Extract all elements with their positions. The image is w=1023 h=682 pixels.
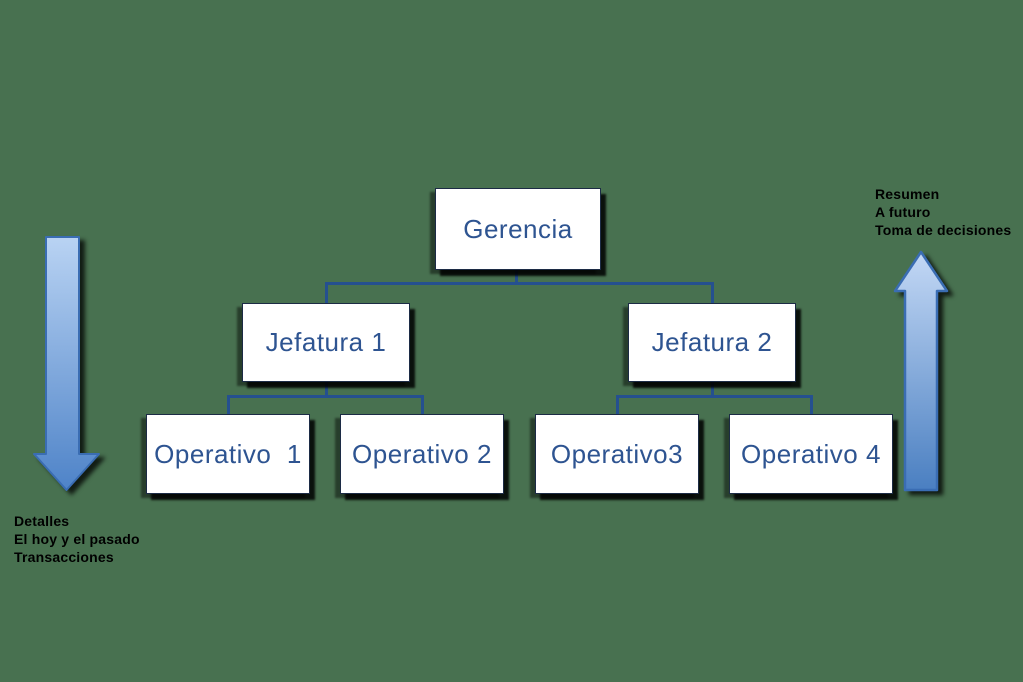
node-operativo-1: Operativo 1 (146, 414, 310, 494)
connector-jefatura1-drop (325, 282, 328, 303)
right-annotation: Resumen A futuro Toma de decisiones (875, 185, 1011, 239)
connector-jefatura2-down (711, 381, 714, 398)
node-operativo-2: Operativo 2 (340, 414, 504, 494)
node-jefatura-2: Jefatura 2 (628, 303, 796, 382)
node-gerencia: Gerencia (435, 188, 601, 270)
node-gerencia-label: Gerencia (463, 213, 573, 244)
node-operativo-3-label: Operativo3 (550, 438, 684, 469)
node-operativo-4-label: Operativo 4 (741, 438, 881, 469)
node-operativo-2-label: Operativo 2 (352, 438, 492, 469)
connector-operativo1-drop (227, 395, 230, 414)
right-annotation-line-2: A futuro (875, 204, 931, 220)
left-annotation: Detalles El hoy y el pasado Transaccione… (14, 512, 140, 566)
node-jefatura-1: Jefatura 1 (242, 303, 410, 382)
connector-jefatura1-down (325, 381, 328, 398)
connector-operativo3-drop (616, 395, 619, 414)
connector-group1-horizontal (227, 395, 424, 398)
connector-operativo4-drop (810, 395, 813, 414)
connector-jefatura2-drop (711, 282, 714, 303)
connector-group2-horizontal (616, 395, 813, 398)
right-annotation-line-1: Resumen (875, 186, 940, 202)
right-annotation-line-3: Toma de decisiones (875, 222, 1012, 238)
connector-gerencia-down (515, 269, 518, 284)
connector-operativo2-drop (421, 395, 424, 414)
node-operativo-1-label: Operativo 1 (154, 438, 302, 469)
arrow-down-icon (33, 236, 101, 492)
node-operativo-3: Operativo3 (535, 414, 699, 494)
connector-level1-horizontal (325, 282, 714, 285)
node-operativo-4: Operativo 4 (729, 414, 893, 494)
left-annotation-line-3: Transacciones (14, 549, 114, 565)
arrow-up-icon (893, 250, 949, 492)
left-annotation-line-1: Detalles (14, 513, 70, 529)
node-jefatura-1-label: Jefatura 1 (265, 327, 387, 357)
left-annotation-line-2: El hoy y el pasado (14, 531, 140, 547)
node-jefatura-2-label: Jefatura 2 (651, 327, 773, 357)
